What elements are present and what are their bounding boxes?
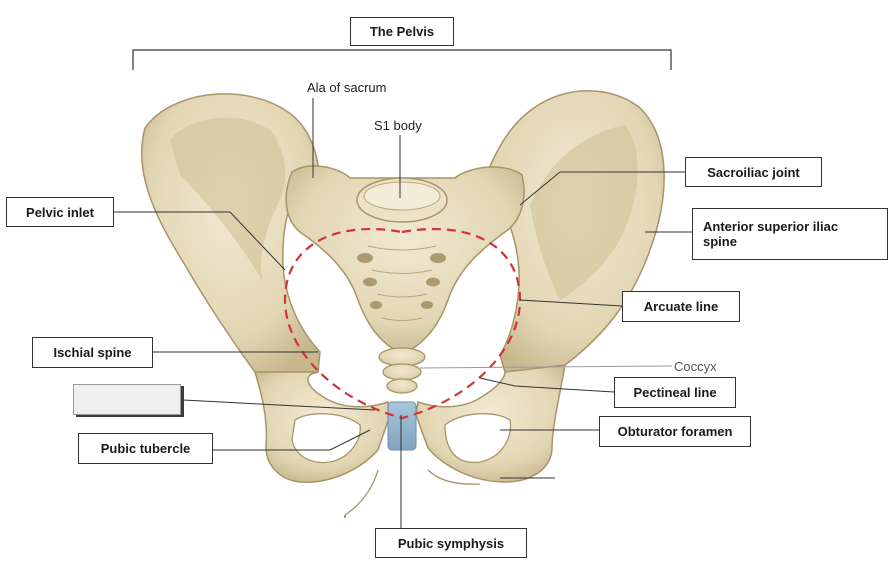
pubic-symphysis-cartilage [387,401,417,451]
label-pubic-tubercle: Pubic tubercle [78,433,213,464]
coccyx [378,347,426,394]
leader-sacroiliac-joint [519,171,685,206]
title-bracket [132,49,672,70]
leader-lines [113,98,692,528]
blank-answer-box[interactable] [73,384,181,415]
leader-pectineal-line [479,377,615,393]
label-ala-of-sacrum: Ala of sacrum [307,80,387,95]
label-coccyx: Coccyx [674,359,717,374]
label-arcuate-line: Arcuate line [622,291,740,322]
label-pectineal-line: Pectineal line [614,377,736,408]
diagram-title: The Pelvis [350,17,454,46]
leader-pubic-tubercle [213,429,371,451]
pelvis-illustration [141,90,665,516]
leader-pelvic-inlet [113,211,286,271]
label-ischial-spine: Ischial spine [32,337,153,368]
leader-coccyx [419,365,673,369]
label-obturator-foramen: Obturator foramen [599,416,751,447]
leader-arcuate-line [519,299,623,307]
label-s1-body: S1 body [374,118,422,133]
leader-blank [182,399,376,411]
label-anterior-superior-iliac-spine: Anterior superior iliac spine [692,208,888,260]
pelvic-inlet-outline [283,228,522,420]
label-pubic-symphysis: Pubic symphysis [375,528,527,558]
right-obturator-foramen [444,413,512,464]
label-sacroiliac-joint: Sacroiliac joint [685,157,822,187]
label-pelvic-inlet: Pelvic inlet [6,197,114,227]
sacrum [285,165,525,351]
